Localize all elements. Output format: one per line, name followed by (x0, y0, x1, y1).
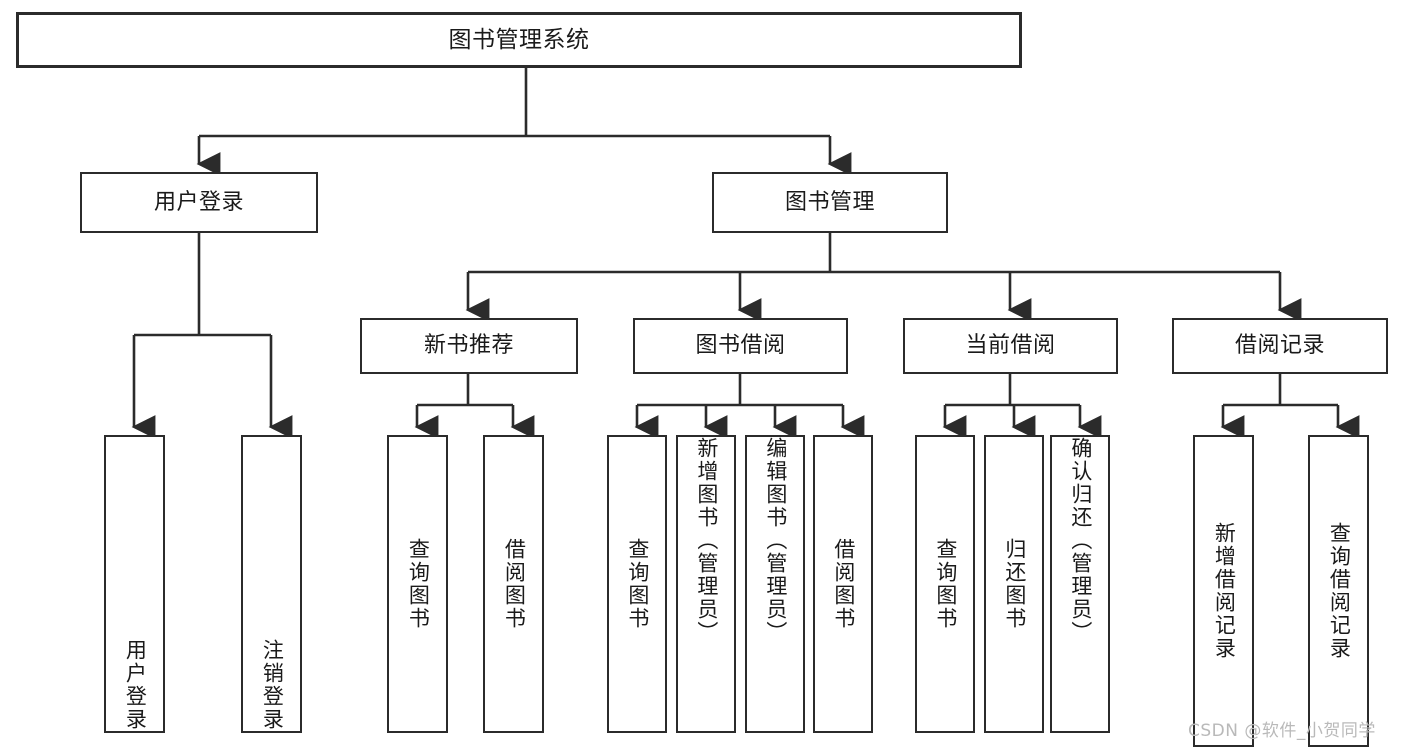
node-borrow-record[interactable]: 借阅记录 (1172, 318, 1388, 374)
leaf-query-book-3-label: 查询图书 (933, 538, 958, 630)
leaf-borrow-book-2[interactable]: 借阅图书 (813, 435, 873, 733)
leaf-return-book-label: 归还图书 (1002, 538, 1027, 630)
leaf-confirm-return-admin-label: 确认归还（管理员） (1068, 437, 1093, 644)
node-current-borrow-label: 当前借阅 (965, 333, 1056, 359)
leaf-query-book-2[interactable]: 查询图书 (607, 435, 667, 733)
leaf-query-borrow-record-label: 查询借阅记录 (1327, 522, 1352, 660)
leaf-edit-book-admin-label: 编辑图书（管理员） (763, 437, 788, 644)
leaf-user-login[interactable]: 用户登录 (104, 435, 165, 733)
node-user-login-label: 用户登录 (153, 189, 244, 215)
node-new-book-recommend[interactable]: 新书推荐 (360, 318, 578, 374)
node-root[interactable]: 图书管理系统 (16, 12, 1022, 68)
leaf-user-login-label: 用户登录 (123, 639, 148, 731)
leaf-add-book-admin-label: 新增图书（管理员） (694, 437, 719, 644)
leaf-add-book-admin[interactable]: 新增图书（管理员） (676, 435, 736, 733)
node-user-login[interactable]: 用户登录 (80, 172, 318, 233)
node-new-book-recommend-label: 新书推荐 (423, 333, 514, 359)
node-borrow-record-label: 借阅记录 (1234, 333, 1325, 359)
leaf-borrow-book-2-label: 借阅图书 (831, 538, 856, 630)
node-book-borrow[interactable]: 图书借阅 (633, 318, 848, 374)
leaf-return-book[interactable]: 归还图书 (984, 435, 1044, 733)
csdn-watermark: CSDN @软件_小贺同学 (1188, 721, 1376, 741)
leaf-add-borrow-record-label: 新增借阅记录 (1212, 522, 1237, 660)
leaf-query-book-2-label: 查询图书 (625, 538, 650, 630)
node-book-borrow-label: 图书借阅 (695, 333, 786, 359)
leaf-borrow-book-1-label: 借阅图书 (502, 538, 527, 630)
leaf-borrow-book-1[interactable]: 借阅图书 (483, 435, 544, 733)
leaf-add-borrow-record[interactable]: 新增借阅记录 (1193, 435, 1254, 747)
node-book-manage[interactable]: 图书管理 (712, 172, 948, 233)
leaf-confirm-return-admin[interactable]: 确认归还（管理员） (1050, 435, 1110, 733)
leaf-user-logout-label: 注销登录 (260, 639, 285, 731)
leaf-user-logout[interactable]: 注销登录 (241, 435, 302, 733)
leaf-query-borrow-record[interactable]: 查询借阅记录 (1308, 435, 1369, 747)
node-root-label: 图书管理系统 (448, 26, 590, 53)
leaf-edit-book-admin[interactable]: 编辑图书（管理员） (745, 435, 805, 733)
leaf-query-book-1[interactable]: 查询图书 (387, 435, 448, 733)
leaf-query-book-1-label: 查询图书 (406, 538, 431, 630)
leaf-query-book-3[interactable]: 查询图书 (915, 435, 975, 733)
node-current-borrow[interactable]: 当前借阅 (903, 318, 1118, 374)
node-book-manage-label: 图书管理 (784, 189, 875, 215)
